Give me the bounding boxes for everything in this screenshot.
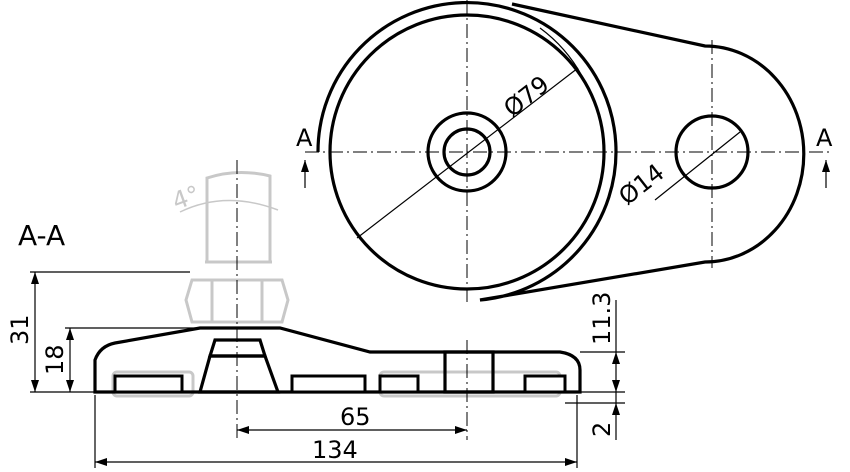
hole-section bbox=[443, 350, 495, 394]
diameter-14-label: Ø14 bbox=[613, 158, 669, 211]
cut-mark-left: A bbox=[296, 124, 313, 152]
threaded-stem bbox=[205, 170, 272, 264]
base-body bbox=[93, 326, 582, 394]
cut-arrow-right-icon bbox=[822, 160, 830, 188]
diameter-79-line bbox=[356, 67, 579, 239]
diameter-79-label: Ø79 bbox=[498, 70, 554, 123]
outer-contour bbox=[316, 0, 806, 302]
dim-65: 65 bbox=[340, 403, 371, 431]
dim-134: 134 bbox=[312, 436, 358, 464]
cut-mark-right: A bbox=[816, 124, 833, 152]
dim-2: 2 bbox=[588, 422, 616, 437]
top-view: Ø79 Ø14 A A bbox=[296, 0, 833, 305]
diameter-14-line bbox=[654, 131, 741, 201]
section-view: A-A 4° bbox=[6, 160, 625, 468]
dim-11-3: 11.3 bbox=[588, 292, 616, 345]
angle-arc bbox=[179, 199, 279, 213]
cut-arrow-left-icon bbox=[301, 160, 309, 188]
hex-nut bbox=[184, 278, 290, 324]
diameter-79-arc bbox=[539, 27, 583, 77]
angle-label: 4° bbox=[168, 180, 203, 216]
dim-18: 18 bbox=[41, 344, 69, 375]
section-label: A-A bbox=[18, 219, 65, 252]
base-recesses bbox=[113, 374, 567, 394]
socket bbox=[197, 354, 281, 394]
socket-neck bbox=[207, 338, 268, 358]
dimension-lines bbox=[30, 271, 625, 468]
bottom-pad-left bbox=[111, 370, 195, 398]
dim-31: 31 bbox=[6, 314, 34, 345]
